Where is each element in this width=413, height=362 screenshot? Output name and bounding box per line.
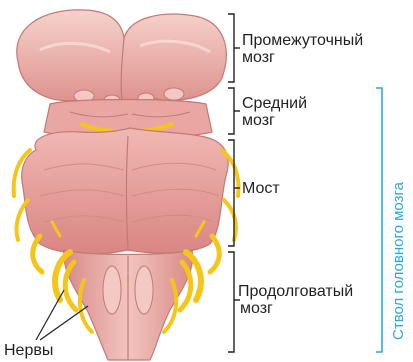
label-pons: Мост [242, 180, 280, 197]
label-medulla-line1: Продолговатый [238, 283, 353, 300]
bracket-brainstem [376, 88, 382, 352]
diencephalon-part [17, 10, 227, 107]
label-midbrain-line2: мозг [242, 112, 275, 129]
label-medulla-line2: мозг [240, 300, 273, 317]
medulla-part [64, 250, 193, 360]
bracket-diencephalon [228, 14, 240, 82]
label-diencephalon-line2: мозг [242, 49, 275, 66]
label-brainstem: Ствол головного мозга [390, 182, 407, 340]
label-nerves: Нервы [4, 342, 53, 359]
label-diencephalon-line1: Промежуточный [242, 32, 363, 49]
bracket-midbrain [228, 88, 240, 134]
label-midbrain-line1: Средний [242, 95, 307, 112]
bracket-medulla [228, 252, 240, 352]
